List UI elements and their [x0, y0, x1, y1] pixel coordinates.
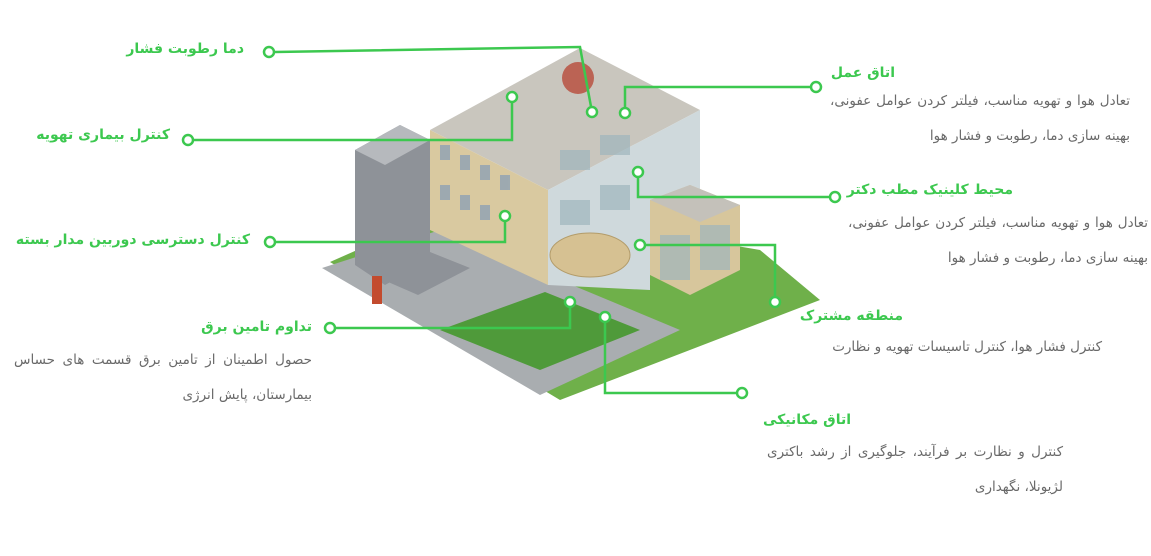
leader-line-operating-room [623, 85, 810, 113]
marker-ventilation[interactable] [181, 133, 195, 147]
entrance-canopy [372, 250, 470, 295]
leader-line-temp [274, 45, 594, 113]
helipad [562, 62, 594, 94]
label-ventilation-disease-control: کنترل بیماری تهویه [36, 127, 170, 143]
desc-mechanical-room: کنترل و نظارت بر فرآیند، جلوگیری از رشد … [767, 444, 1063, 495]
label-operating-room: اتاق عمل [830, 65, 895, 81]
marker-temp[interactable] [262, 45, 276, 59]
leader-line-clinic [636, 172, 829, 199]
marker-power[interactable] [323, 321, 337, 335]
leader-line-mechanical [603, 317, 736, 395]
label-clinic: محیط کلینیک مطب دکتر [846, 182, 1013, 198]
main-building-roof [430, 48, 700, 190]
garden [440, 292, 640, 370]
rotunda [549, 232, 631, 278]
marker-mechanical[interactable] [735, 386, 749, 400]
label-power-continuity: تداوم تامین برق [201, 319, 312, 335]
marker-clinic[interactable] [828, 190, 842, 204]
desc-operating-room: تعادل هوا و تهویه مناسب، فیلتر کردن عوام… [830, 93, 1130, 144]
leader-line-cctv [276, 216, 507, 244]
marker-cctv[interactable] [263, 235, 277, 249]
leader-line-common-area [640, 243, 777, 296]
leader-line-ventilation [194, 97, 514, 142]
desc-power-continuity: حصول اطمینان از تامین برق قسمت های حساس … [14, 352, 312, 403]
label-common-area: منطقه مشترک [799, 308, 903, 324]
label-temp-humidity-pressure: دما رطوبت فشار [126, 41, 244, 57]
desc-common-area: کنترل فشار هوا، کنترل تاسیسات تهویه و نظ… [832, 339, 1102, 355]
desc-clinic: تعادل هوا و تهویه مناسب، فیلتر کردن عوام… [848, 215, 1148, 266]
label-cctv-access-control: کنترل دسترسی دوربین مدار بسته [15, 232, 250, 248]
left-tower [355, 125, 430, 285]
marker-operating-room[interactable] [809, 80, 823, 94]
label-mechanical-room: اتاق مکانیکی [762, 412, 851, 428]
marker-common-area[interactable] [768, 295, 782, 309]
leader-line-power [336, 302, 572, 330]
